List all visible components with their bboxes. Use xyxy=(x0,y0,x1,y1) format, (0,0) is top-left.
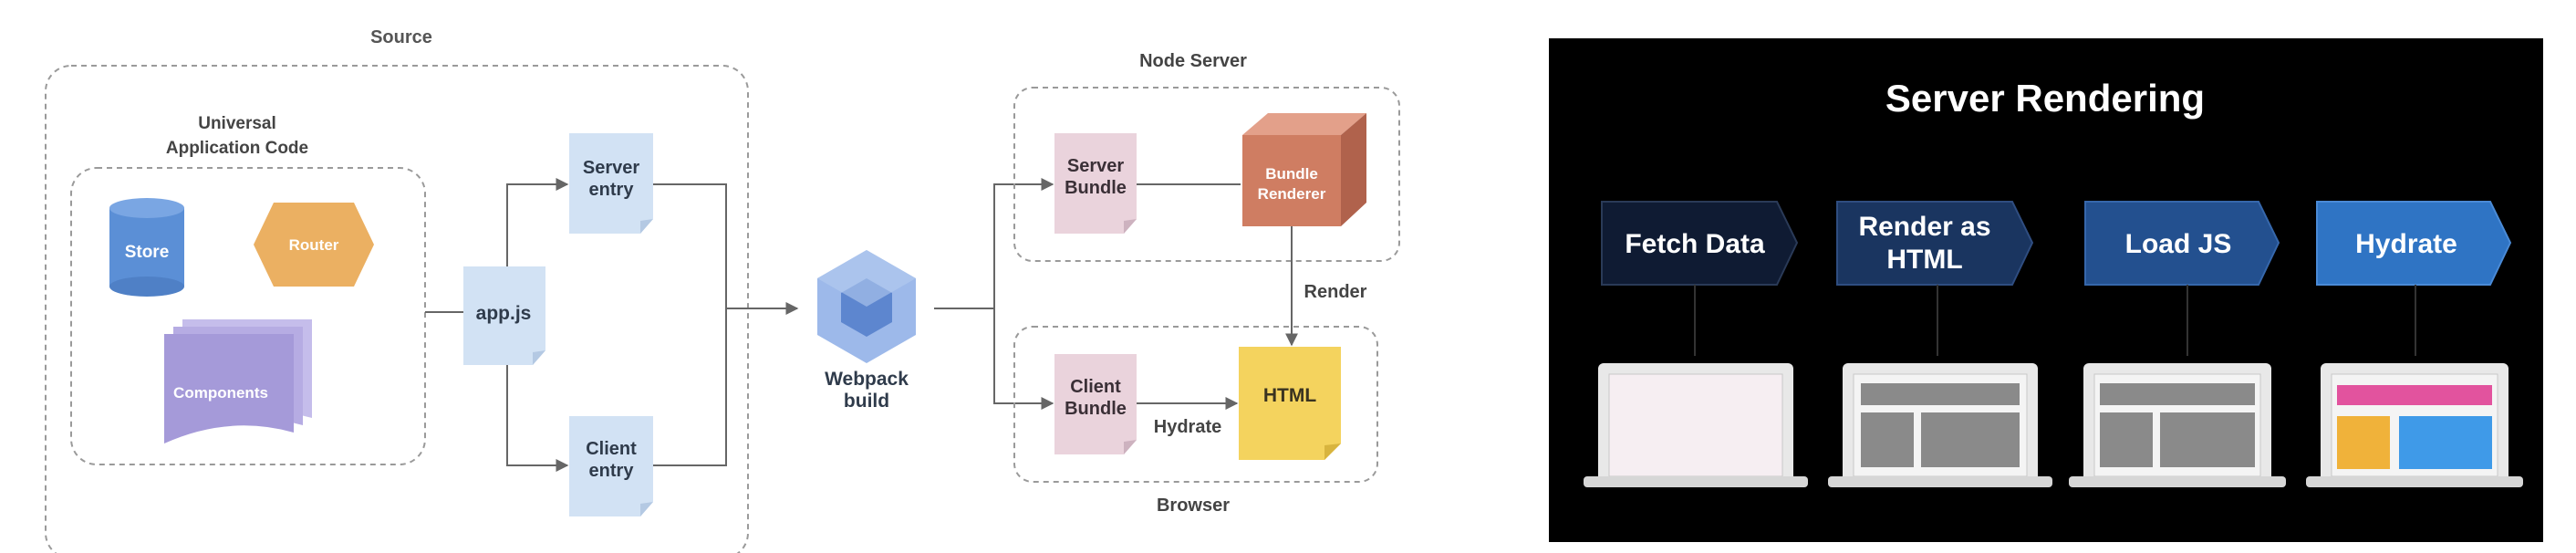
bundle-renderer-cube: Bundle Renderer xyxy=(1242,113,1366,226)
step-fetch-data: Fetch Data xyxy=(1601,201,1799,286)
appjs-label: app.js xyxy=(476,303,532,324)
client-entry-label-1: Client xyxy=(586,439,637,459)
connector-entries xyxy=(653,183,727,466)
arrow-appjs-client-entry xyxy=(506,365,569,472)
server-entry-label-2: entry xyxy=(589,180,635,200)
step-render-as-html: Render as HTML xyxy=(1836,201,2034,286)
laptop-hydrated xyxy=(2306,363,2523,487)
universal-container xyxy=(70,167,426,465)
client-bundle-doc: Client Bundle xyxy=(1054,354,1137,454)
router-label: Router xyxy=(289,236,339,254)
hydrate-label: Hydrate xyxy=(1154,417,1221,437)
node-server-container xyxy=(1013,87,1400,262)
html-label: HTML xyxy=(1263,385,1316,406)
arrow-to-server-bundle xyxy=(993,178,1054,308)
client-bundle-label-1: Client xyxy=(1070,377,1121,397)
server-bundle-label-2: Bundle xyxy=(1065,178,1127,198)
store-label: Store xyxy=(125,243,170,262)
render-label: Render xyxy=(1304,282,1367,302)
universal-title-line1: Universal xyxy=(198,114,276,133)
router-hexagon: Router xyxy=(254,203,374,287)
source-container xyxy=(45,65,749,553)
step-load-js: Load JS xyxy=(2084,201,2280,286)
step-render-label-2: HTML xyxy=(1886,245,1962,275)
arrow-appjs-server-entry xyxy=(506,178,569,266)
arrow-to-client-bundle xyxy=(993,308,1054,410)
universal-title-line2: Application Code xyxy=(166,139,308,158)
server-entry-doc: Server entry xyxy=(569,133,653,234)
step-load-js-label: Load JS xyxy=(2125,229,2232,259)
server-bundle-label-1: Server xyxy=(1067,156,1124,176)
node-server-title: Node Server xyxy=(1139,51,1247,71)
slide-title: Server Rendering xyxy=(1885,77,2205,120)
laptop-blank xyxy=(1584,363,1808,487)
left-diagram: Source Universal Application Code Store … xyxy=(45,27,1400,553)
appjs-doc: app.js xyxy=(463,266,545,365)
step-fetch-data-label: Fetch Data xyxy=(1625,229,1765,259)
browser-container xyxy=(1013,326,1378,483)
right-slide: Server Rendering Fetch Data Render as HT… xyxy=(1549,38,2543,542)
server-bundle-doc: Server Bundle xyxy=(1054,133,1137,234)
webpack-label-2: build xyxy=(844,391,889,412)
browser-title: Browser xyxy=(1157,496,1230,516)
laptop-load-js xyxy=(2069,363,2286,487)
step-render-label-1: Render as xyxy=(1858,212,1990,242)
components-label: Components xyxy=(173,384,268,402)
client-bundle-label-2: Bundle xyxy=(1065,399,1127,419)
laptop-html xyxy=(1828,363,2052,487)
html-note: HTML xyxy=(1239,347,1341,460)
components-stack: Components xyxy=(164,319,312,443)
webpack-logo: Webpack build xyxy=(817,250,916,412)
client-entry-doc: Client entry xyxy=(569,416,653,516)
bundle-renderer-label-1: Bundle xyxy=(1265,165,1318,183)
step-hydrate-label: Hydrate xyxy=(2355,229,2457,259)
bundle-renderer-label-2: Renderer xyxy=(1258,185,1326,203)
webpack-label-1: Webpack xyxy=(825,369,909,390)
client-entry-label-2: entry xyxy=(589,461,635,481)
server-entry-label-1: Server xyxy=(583,158,639,178)
store-cylinder: Store xyxy=(109,198,184,297)
source-title: Source xyxy=(370,27,432,47)
step-hydrate: Hydrate xyxy=(2316,201,2512,286)
